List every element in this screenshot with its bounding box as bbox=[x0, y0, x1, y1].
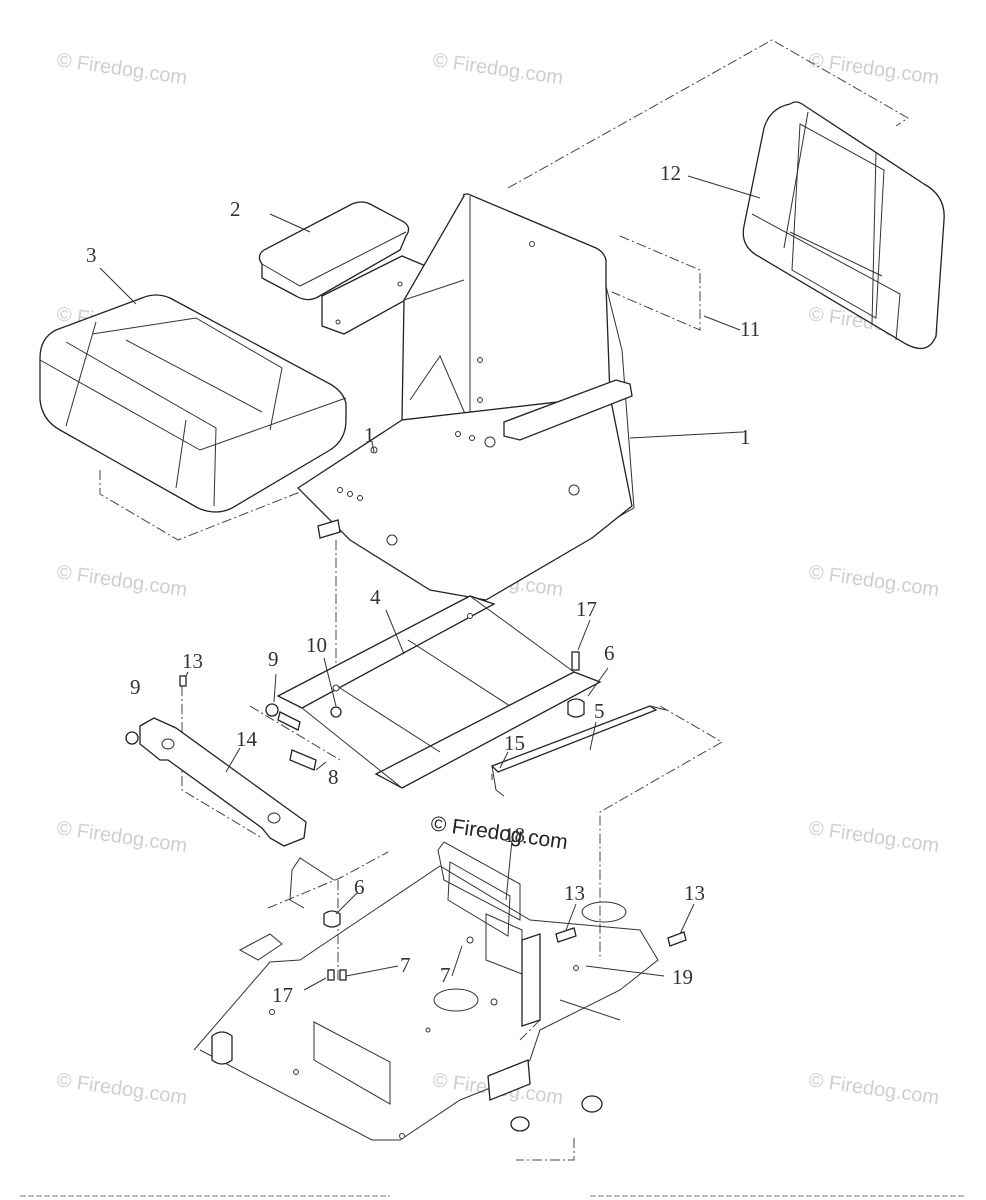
callout-7: 7 bbox=[440, 963, 451, 987]
callout-6: 6 bbox=[354, 875, 365, 899]
callout-8: 8 bbox=[328, 765, 339, 789]
callout-2: 2 bbox=[230, 197, 241, 221]
seat-cushion bbox=[39, 294, 347, 513]
watermark: © Firedog.com bbox=[807, 561, 940, 601]
watermark: © Firedog.com bbox=[55, 49, 188, 89]
callout-13: 13 bbox=[684, 881, 705, 905]
callout-9: 9 bbox=[130, 675, 141, 699]
back-cushion bbox=[742, 101, 945, 350]
callout-14: 14 bbox=[236, 727, 258, 751]
callout-7: 7 bbox=[400, 953, 411, 977]
callout-1: 1 bbox=[364, 423, 375, 447]
watermark: © Firedog.com bbox=[807, 49, 940, 89]
callout-9: 9 bbox=[268, 647, 279, 671]
watermark: © Firedog.com bbox=[55, 561, 188, 601]
watermark: © Firedog.com bbox=[807, 1069, 940, 1109]
callout-labels: 1 1 2 3 4 5 6 6 7 7 8 9 9 10 11 12 13 13… bbox=[86, 161, 760, 1007]
latch-bracket bbox=[139, 717, 307, 847]
slide-rail-frame bbox=[276, 595, 602, 789]
assembly-lines bbox=[99, 39, 909, 1161]
callout-15: 15 bbox=[504, 731, 525, 755]
leader-lines bbox=[99, 175, 761, 991]
armrest bbox=[258, 201, 441, 335]
callout-6: 6 bbox=[604, 641, 615, 665]
callout-10: 10 bbox=[306, 633, 327, 657]
watermark: © Firedog.com bbox=[431, 49, 564, 89]
callout-5: 5 bbox=[594, 699, 605, 723]
callout-1: 1 bbox=[740, 425, 751, 449]
watermark: © Firedog.com bbox=[55, 817, 188, 857]
callout-17: 17 bbox=[576, 597, 597, 621]
callout-12: 12 bbox=[660, 161, 681, 185]
callout-18: 18 bbox=[504, 823, 525, 847]
callout-4: 4 bbox=[370, 585, 381, 609]
base-frame bbox=[193, 841, 659, 1141]
watermark-featured: © Firedog.com bbox=[429, 812, 569, 854]
hardware bbox=[125, 651, 687, 981]
callout-13: 13 bbox=[564, 881, 585, 905]
callout-17: 17 bbox=[272, 983, 293, 1007]
adjust-lever-rod bbox=[490, 705, 667, 797]
callout-3: 3 bbox=[86, 243, 97, 267]
callout-13: 13 bbox=[182, 649, 203, 673]
callout-11: 11 bbox=[740, 317, 760, 341]
watermark: © Firedog.com bbox=[55, 1069, 188, 1109]
watermark: © Firedog.com bbox=[807, 817, 940, 857]
callout-19: 19 bbox=[672, 965, 693, 989]
seat-frame bbox=[296, 193, 635, 601]
